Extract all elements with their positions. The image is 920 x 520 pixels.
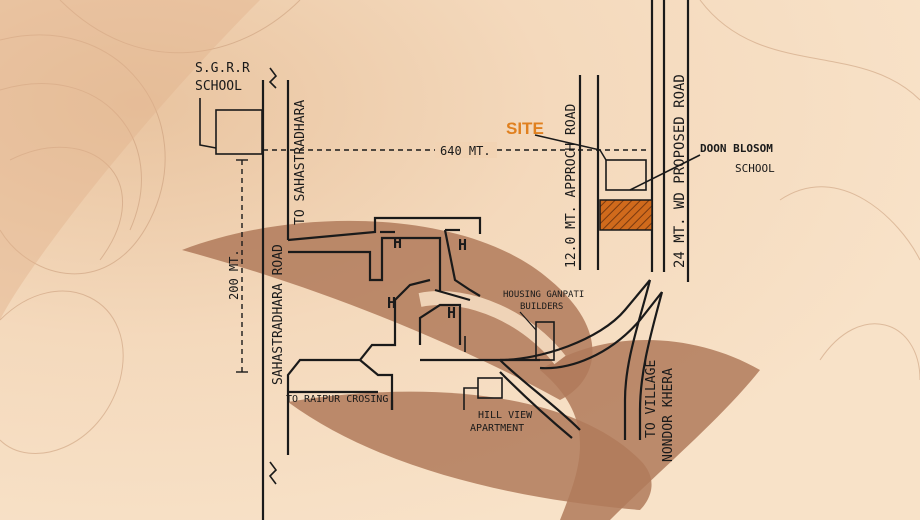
leaf-vein — [418, 291, 566, 365]
hill-view-label-line2: APARTMENT — [470, 423, 524, 434]
h-markers: H H H H — [387, 234, 467, 322]
h-marker: H — [458, 236, 467, 254]
approach-road — [578, 75, 600, 270]
doon-blosom-label-line1: DOON BLOSOM — [700, 142, 773, 155]
dimension-640-label-bg — [435, 142, 497, 158]
housing-ganpati-label-line2: BUILDERS — [520, 302, 563, 312]
site-pointer-line — [534, 134, 607, 161]
curved-roads — [499, 279, 664, 440]
site-plot — [599, 199, 653, 231]
nondor-khera-label: NONDOR KHERA — [661, 368, 676, 462]
h-marker: H — [447, 304, 456, 322]
leaf-shape-upper — [182, 220, 593, 400]
dimension-200-label: 200 MT. — [227, 249, 241, 300]
proposed-road-label: 24 MT. WD PROPOSED ROAD — [672, 74, 688, 268]
housing-ganpati-pointer — [519, 311, 537, 331]
hill-view-label-line1: HILL VIEW — [478, 410, 533, 421]
approach-road-label: 12.0 MT. APPROCH ROAD — [564, 103, 579, 268]
dimension-200 — [236, 159, 248, 373]
local-road-network — [286, 216, 540, 410]
doon-blosom-label-line2: SCHOOL — [735, 162, 775, 175]
sgrr-school-building — [199, 98, 263, 155]
h-marker: H — [387, 294, 396, 312]
housing-ganpati-label-line1: HOUSING GANPATI — [503, 290, 584, 300]
sahastradhara-road — [261, 67, 290, 520]
hill-view-apartment-building — [463, 377, 503, 410]
sahastradhara-road-label: SAHASTRADHARA ROAD — [271, 244, 286, 385]
to-sahastradhara-label: TO SAHASTRADHARA — [293, 100, 308, 225]
h-marker: H — [393, 234, 402, 252]
dimension-640-label: 640 MT. — [440, 144, 491, 158]
leaf-shape-right — [540, 340, 760, 520]
sgrr-school-label-line2: SCHOOL — [195, 79, 242, 94]
doon-blosom-building — [605, 154, 701, 191]
leaf-shape-lower — [288, 391, 652, 510]
housing-ganpati-building — [535, 321, 555, 361]
decorative-swirls — [0, 0, 920, 454]
to-village-label: TO VILLAGE — [644, 360, 659, 438]
to-raipur-crossing-label: TO RAIPUR CROSING — [286, 394, 388, 405]
swirl-shading — [0, 0, 260, 320]
sgrr-school-label-line1: S.G.R.R — [195, 61, 250, 76]
site-label: SITE — [506, 119, 544, 138]
